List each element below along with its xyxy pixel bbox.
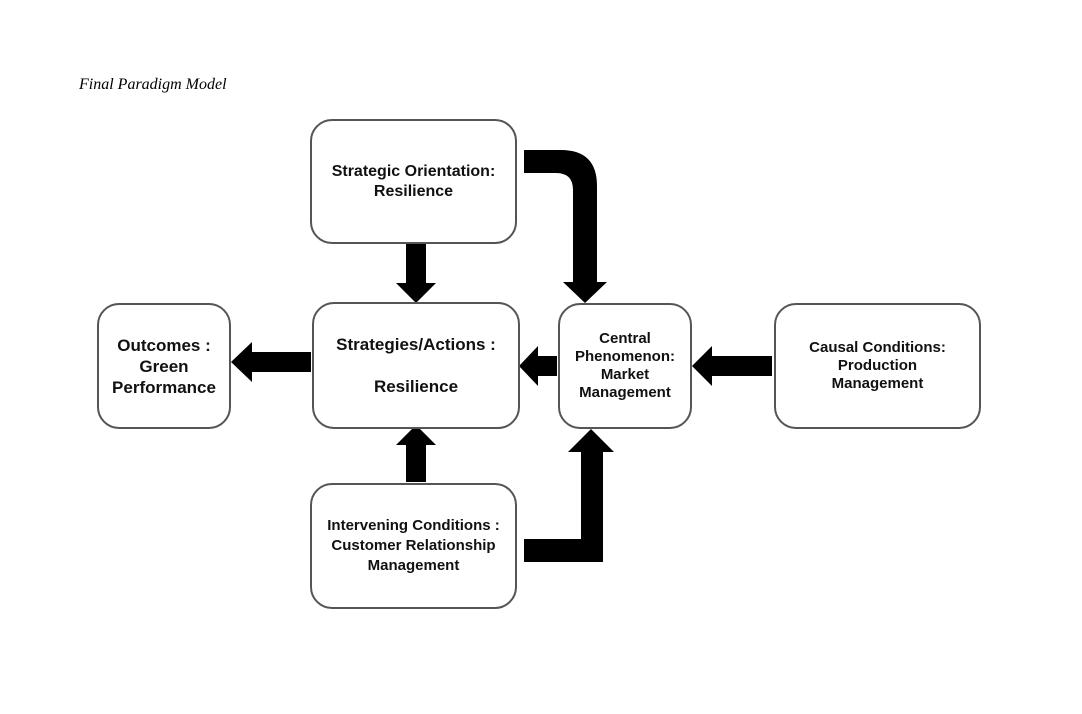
figure-caption: Final Paradigm Model	[79, 76, 227, 93]
node-central-phenomenon-label: Central Phenomenon: Market Management	[575, 330, 675, 401]
arrow-strategic-to-strategies	[396, 244, 436, 303]
node-intervening-conditions: Intervening Conditions : Customer Relati…	[310, 483, 517, 609]
arrow-causal-to-central	[692, 346, 772, 386]
node-strategic-orientation: Strategic Orientation: Resilience	[310, 119, 517, 244]
node-strategies-actions-label: Strategies/Actions : Resilience	[336, 335, 496, 396]
node-intervening-conditions-label: Intervening Conditions : Customer Relati…	[327, 517, 500, 574]
arrow-strategic-to-central	[524, 150, 607, 303]
arrow-intervening-to-central	[524, 429, 614, 562]
node-strategic-orientation-label: Strategic Orientation: Resilience	[331, 162, 496, 200]
node-causal-conditions-label: Causal Conditions: Production Management	[809, 339, 946, 392]
arrow-intervening-to-strategies	[396, 425, 436, 482]
node-central-phenomenon: Central Phenomenon: Market Management	[558, 303, 692, 429]
node-outcomes-label: Outcomes : Green Performance	[112, 335, 216, 397]
arrow-strategies-to-outcomes	[231, 342, 311, 382]
arrow-central-to-strategies	[519, 346, 557, 386]
node-outcomes: Outcomes : Green Performance	[97, 303, 231, 429]
node-strategies-actions: Strategies/Actions : Resilience	[312, 302, 520, 429]
node-causal-conditions: Causal Conditions: Production Management	[774, 303, 981, 429]
